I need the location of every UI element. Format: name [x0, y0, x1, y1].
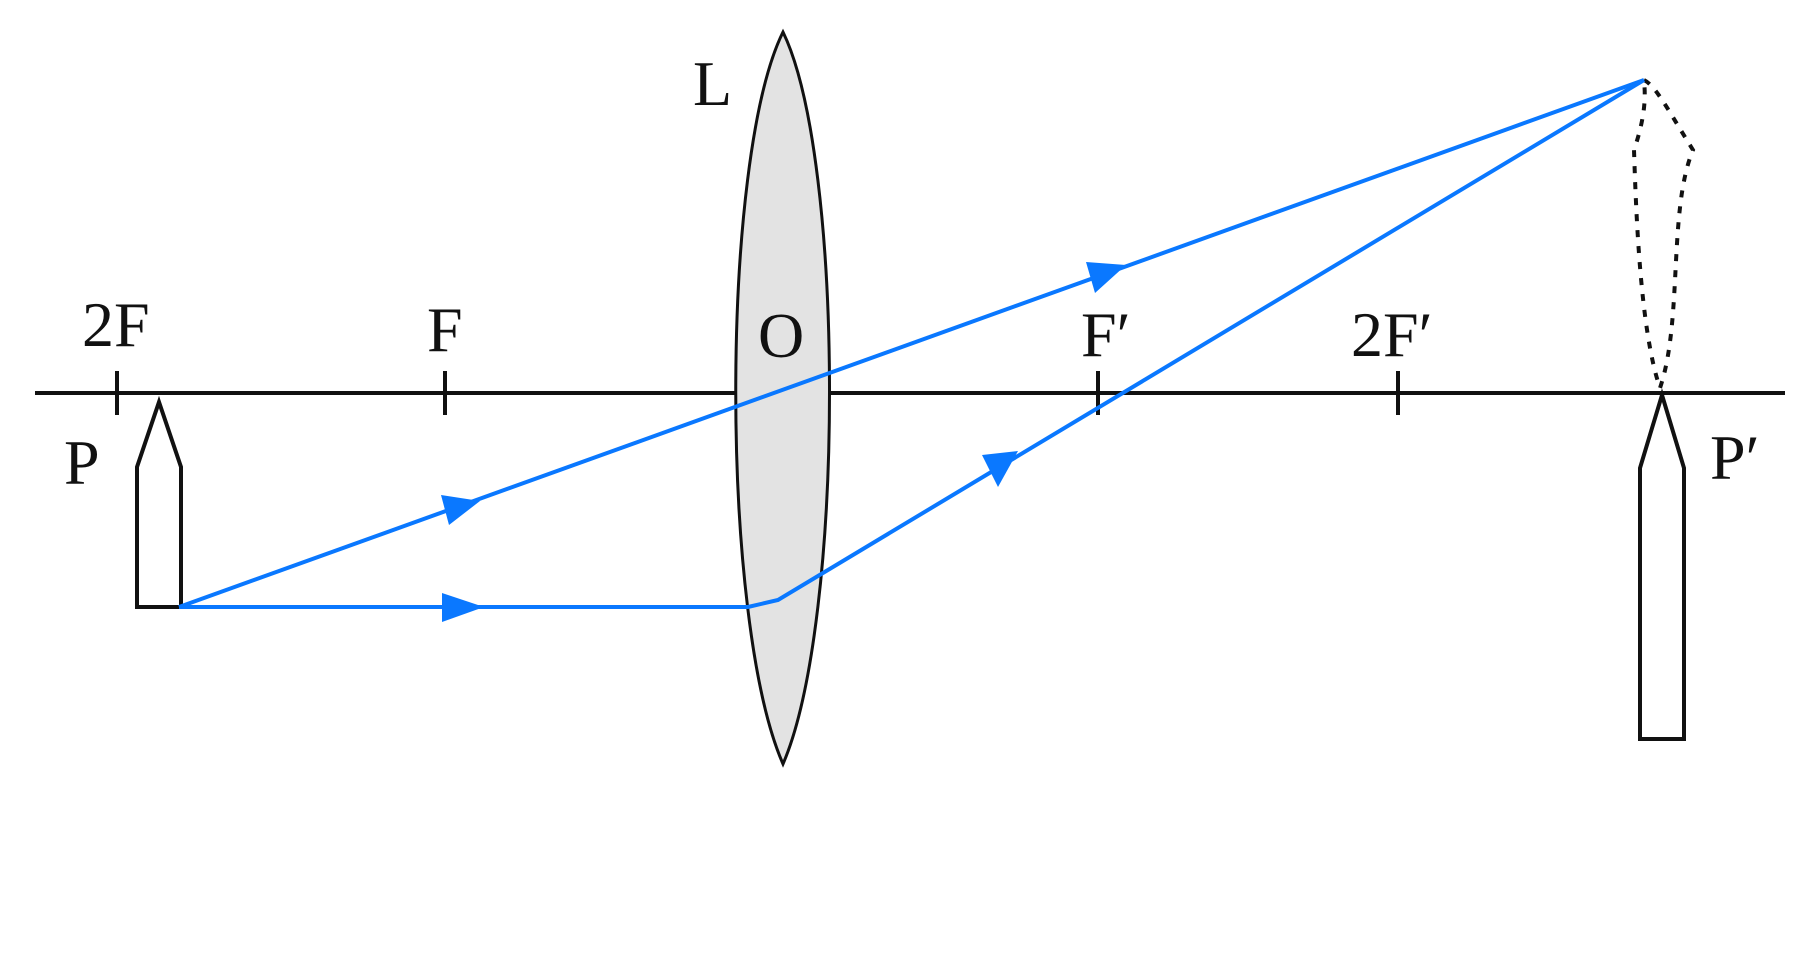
ray-arrowhead: [1086, 262, 1126, 293]
label-double-focal-left: 2F: [82, 289, 150, 360]
label-image-point: P′: [1710, 422, 1760, 493]
ray-arrowhead: [442, 593, 484, 622]
label-optical-center: O: [758, 300, 804, 371]
object-arrow: [135, 395, 183, 609]
dotted-image-outline: [1631, 76, 1696, 395]
ray-through-center: [178, 78, 1645, 609]
label-focal-left: F: [427, 294, 463, 365]
label-object-point: P: [64, 427, 100, 498]
label-lens: L: [693, 48, 732, 119]
convex-lens: [734, 28, 831, 768]
image-arrow: [1638, 388, 1686, 741]
label-focal-right: F′: [1081, 299, 1131, 370]
label-double-focal-right: 2F′: [1351, 299, 1433, 370]
ray-arrowhead: [441, 495, 480, 525]
ray-arrowhead: [982, 451, 1018, 487]
